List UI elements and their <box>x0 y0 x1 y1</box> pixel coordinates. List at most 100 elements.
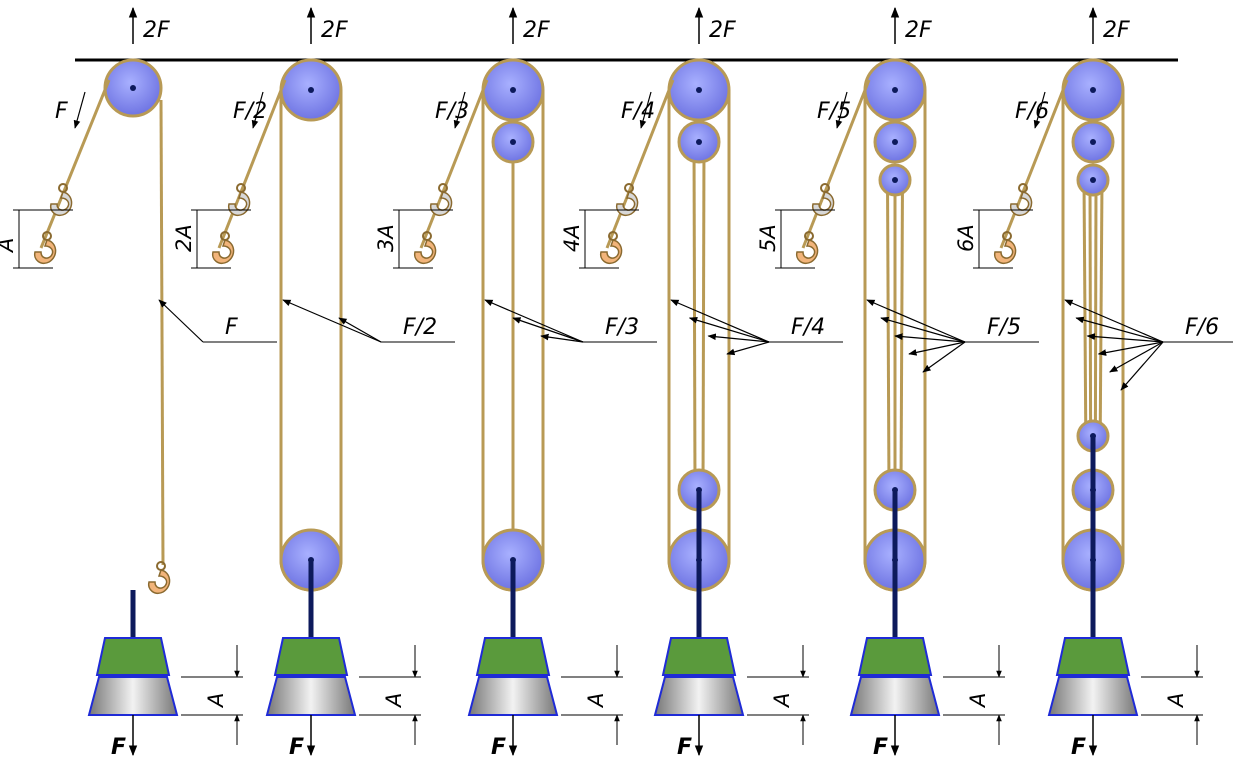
rope-force-label: F/4 <box>791 315 825 340</box>
rope-force-arrow <box>1064 299 1164 343</box>
orange-hook <box>795 231 819 264</box>
rope-force-label: F/6 <box>1185 315 1219 340</box>
hook-body <box>599 239 623 264</box>
load-travel-label: A <box>204 693 228 709</box>
rope <box>701 141 706 491</box>
top-force-label: 2F <box>523 18 550 43</box>
free-end-arrow <box>251 91 264 129</box>
rope <box>692 141 697 491</box>
top-force-label: 2F <box>143 18 170 43</box>
rope-force-arrow <box>688 316 770 343</box>
rope-force-arrow <box>922 341 966 373</box>
rope-force-arrow <box>670 299 770 343</box>
free-end-arrow <box>453 91 466 129</box>
orange-hook <box>211 231 235 264</box>
sheave-axle <box>892 87 898 93</box>
rope <box>999 79 1069 249</box>
grey-hook <box>811 183 835 216</box>
rope-force-arrow <box>1075 316 1164 343</box>
hook-body <box>1009 191 1033 216</box>
sheave-axle <box>892 177 898 183</box>
load-force-label: F <box>677 735 692 760</box>
load-bottom <box>467 676 559 716</box>
rope-force-arrow <box>726 341 770 356</box>
hook-body <box>49 191 73 216</box>
free-end-force-label: F/4 <box>621 99 655 124</box>
load-force-label: F <box>491 735 506 760</box>
load-bottom <box>1047 676 1139 716</box>
load-force-label: F <box>1071 735 1086 760</box>
free-end-arrow <box>835 91 848 129</box>
rope <box>217 79 287 249</box>
rope-force-label: F <box>225 315 238 340</box>
load-force-label: F <box>111 735 126 760</box>
top-force-label: 2F <box>1103 18 1130 43</box>
rope <box>899 179 904 491</box>
top-force-label: 2F <box>905 18 932 43</box>
load-travel-label: A <box>584 693 608 709</box>
load-top <box>857 637 933 676</box>
rope-force-arrow <box>1086 333 1164 343</box>
top-force-label: 2F <box>321 18 348 43</box>
rope <box>159 99 165 566</box>
free-end-force-label: F <box>55 99 68 124</box>
load-travel-label: A <box>382 693 406 709</box>
load-top <box>661 637 737 676</box>
grey-hook <box>1009 183 1033 216</box>
rope <box>886 179 891 491</box>
hook-travel-label: 5A <box>756 224 780 252</box>
hook-body <box>413 239 437 264</box>
hook-body <box>227 191 251 216</box>
grey-hook <box>49 183 73 216</box>
free-end-arrow <box>639 91 652 129</box>
hook-travel-label: 2A <box>172 224 196 252</box>
sheave-axle <box>1090 87 1096 93</box>
hook-travel-label: 6A <box>954 224 978 252</box>
rope <box>801 79 871 249</box>
hook-body <box>615 191 639 216</box>
orange-hook <box>993 231 1017 264</box>
grey-hook <box>429 183 453 216</box>
hook-body <box>993 239 1017 264</box>
rope <box>1088 179 1093 437</box>
load-force-label: F <box>289 735 304 760</box>
sheave-axle <box>510 87 516 93</box>
load-bottom <box>265 676 357 716</box>
hook-body <box>795 239 819 264</box>
rope-force-arrow <box>707 333 770 343</box>
sheave-axle <box>510 139 516 145</box>
hook-body <box>211 239 235 264</box>
rope-force-arrow <box>1109 341 1164 373</box>
hook-travel-label: A <box>0 238 18 254</box>
load-force-label: F <box>873 735 888 760</box>
load-travel-label: A <box>1164 693 1188 709</box>
hook-body <box>147 569 171 594</box>
rope-force-arrow <box>908 341 966 356</box>
load-travel-label: A <box>770 693 794 709</box>
load-hook <box>147 561 171 594</box>
rope <box>39 79 111 249</box>
rope <box>605 79 675 249</box>
grey-hook <box>227 183 251 216</box>
load-top <box>475 637 551 676</box>
orange-hook <box>599 231 623 264</box>
load-bottom <box>849 676 941 716</box>
rope-force-arrow <box>880 316 966 343</box>
hook-travel-label: 4A <box>560 224 584 252</box>
free-end-force-label: F/3 <box>435 99 469 124</box>
hook-body <box>33 239 57 264</box>
rope-force-arrow <box>540 333 584 343</box>
orange-hook <box>33 231 57 264</box>
rope-force-arrow <box>894 333 966 343</box>
rope <box>1098 179 1104 437</box>
load-top <box>1055 637 1131 676</box>
sheave-axle <box>1090 139 1096 145</box>
sheave-axle <box>892 139 898 145</box>
rope <box>419 79 489 249</box>
free-end-force-label: F/2 <box>233 99 267 124</box>
rope-force-arrow <box>866 299 966 343</box>
